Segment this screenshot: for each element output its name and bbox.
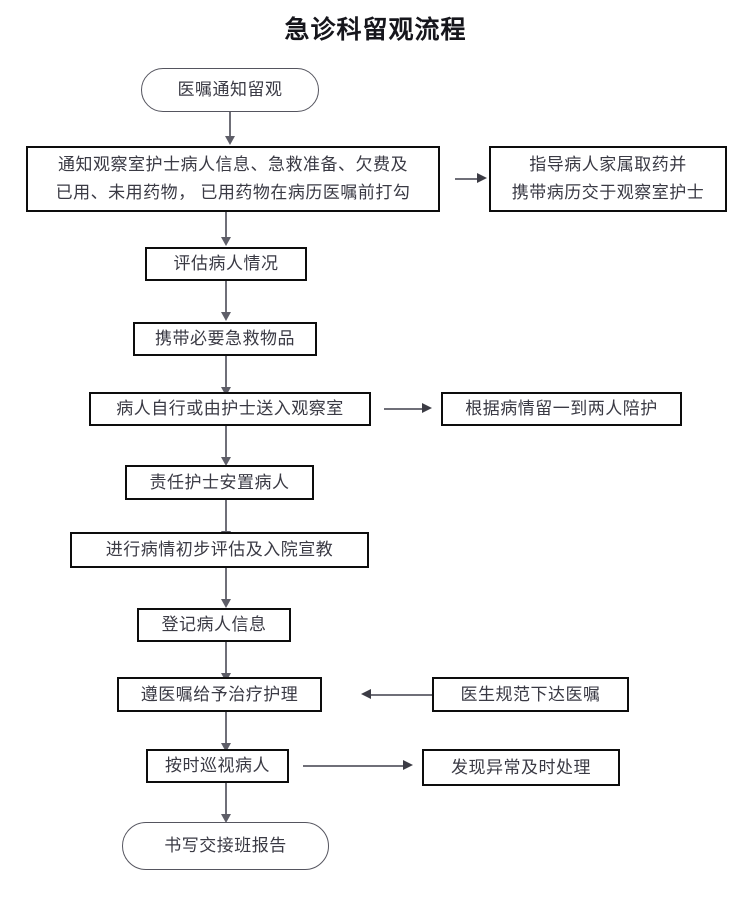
arrow-observation-to-companions-head <box>422 403 432 413</box>
connector-nurse-settle-to-initial-eval <box>225 500 227 532</box>
connector-notify-to-guide-family <box>455 178 479 180</box>
node-assess-patient[interactable]: 评估病人情况 <box>145 247 307 281</box>
arrow-rounds-to-report-head <box>220 814 231 823</box>
connector-notify-to-assess <box>225 212 227 238</box>
arrow-initial-eval-to-register-head <box>220 599 231 608</box>
arrow-start-to-notify-head <box>224 136 235 145</box>
arrow-notify-to-assess-head <box>220 237 231 246</box>
node-guide-family[interactable]: 指导病人家属取药并 携带病历交于观察室护士 <box>489 146 727 212</box>
node-doctor-issues-orders[interactable]: 医生规范下达医嘱 <box>432 677 629 712</box>
connector-observation-to-companions <box>384 408 424 410</box>
connector-observation-to-nurse-settle <box>225 426 227 458</box>
node-write-handover-report[interactable]: 书写交接班报告 <box>122 822 329 870</box>
node-initial-evaluation-education[interactable]: 进行病情初步评估及入院宣教 <box>70 532 369 568</box>
arrow-doctor-orders-to-treatment-head <box>361 689 371 699</box>
page-title: 急诊科留观流程 <box>284 17 467 44</box>
node-start[interactable]: 医嘱通知留观 <box>141 68 319 112</box>
node-send-to-observation-room[interactable]: 病人自行或由护士送入观察室 <box>89 392 371 426</box>
connector-supplies-to-observation <box>225 356 227 388</box>
connector-register-to-treatment <box>225 642 227 674</box>
arrow-notify-to-guide-family-head <box>477 173 487 183</box>
node-family-companions[interactable]: 根据病情留一到两人陪护 <box>441 392 682 426</box>
node-handle-abnormality[interactable]: 发现异常及时处理 <box>422 749 620 786</box>
connector-doctor-orders-to-treatment <box>371 694 433 696</box>
arrow-supplies-to-observation-head <box>220 387 231 396</box>
node-treatment-per-orders[interactable]: 遵医嘱给予治疗护理 <box>117 677 322 712</box>
arrow-treatment-to-rounds-head <box>220 743 231 752</box>
connector-rounds-to-handle-abnormal <box>303 765 405 767</box>
node-notify-observation-nurse[interactable]: 通知观察室护士病人信息、急救准备、欠费及 已用、未用药物， 已用药物在病历医嘱前… <box>26 146 440 212</box>
node-carry-emergency-supplies[interactable]: 携带必要急救物品 <box>133 322 317 356</box>
arrow-rounds-to-handle-abnormal-head <box>403 760 413 770</box>
connector-assess-to-supplies <box>225 281 227 313</box>
connector-initial-eval-to-register <box>225 568 227 600</box>
connector-treatment-to-rounds <box>225 712 227 744</box>
node-timely-patient-rounds[interactable]: 按时巡视病人 <box>146 749 289 783</box>
node-nurse-settle-patient[interactable]: 责任护士安置病人 <box>125 465 314 500</box>
connector-start-to-notify <box>229 112 231 137</box>
node-register-patient-info[interactable]: 登记病人信息 <box>137 608 291 642</box>
connector-rounds-to-report <box>225 783 227 815</box>
arrow-assess-to-supplies-head <box>220 312 231 321</box>
arrow-observation-to-nurse-settle-head <box>220 457 231 466</box>
